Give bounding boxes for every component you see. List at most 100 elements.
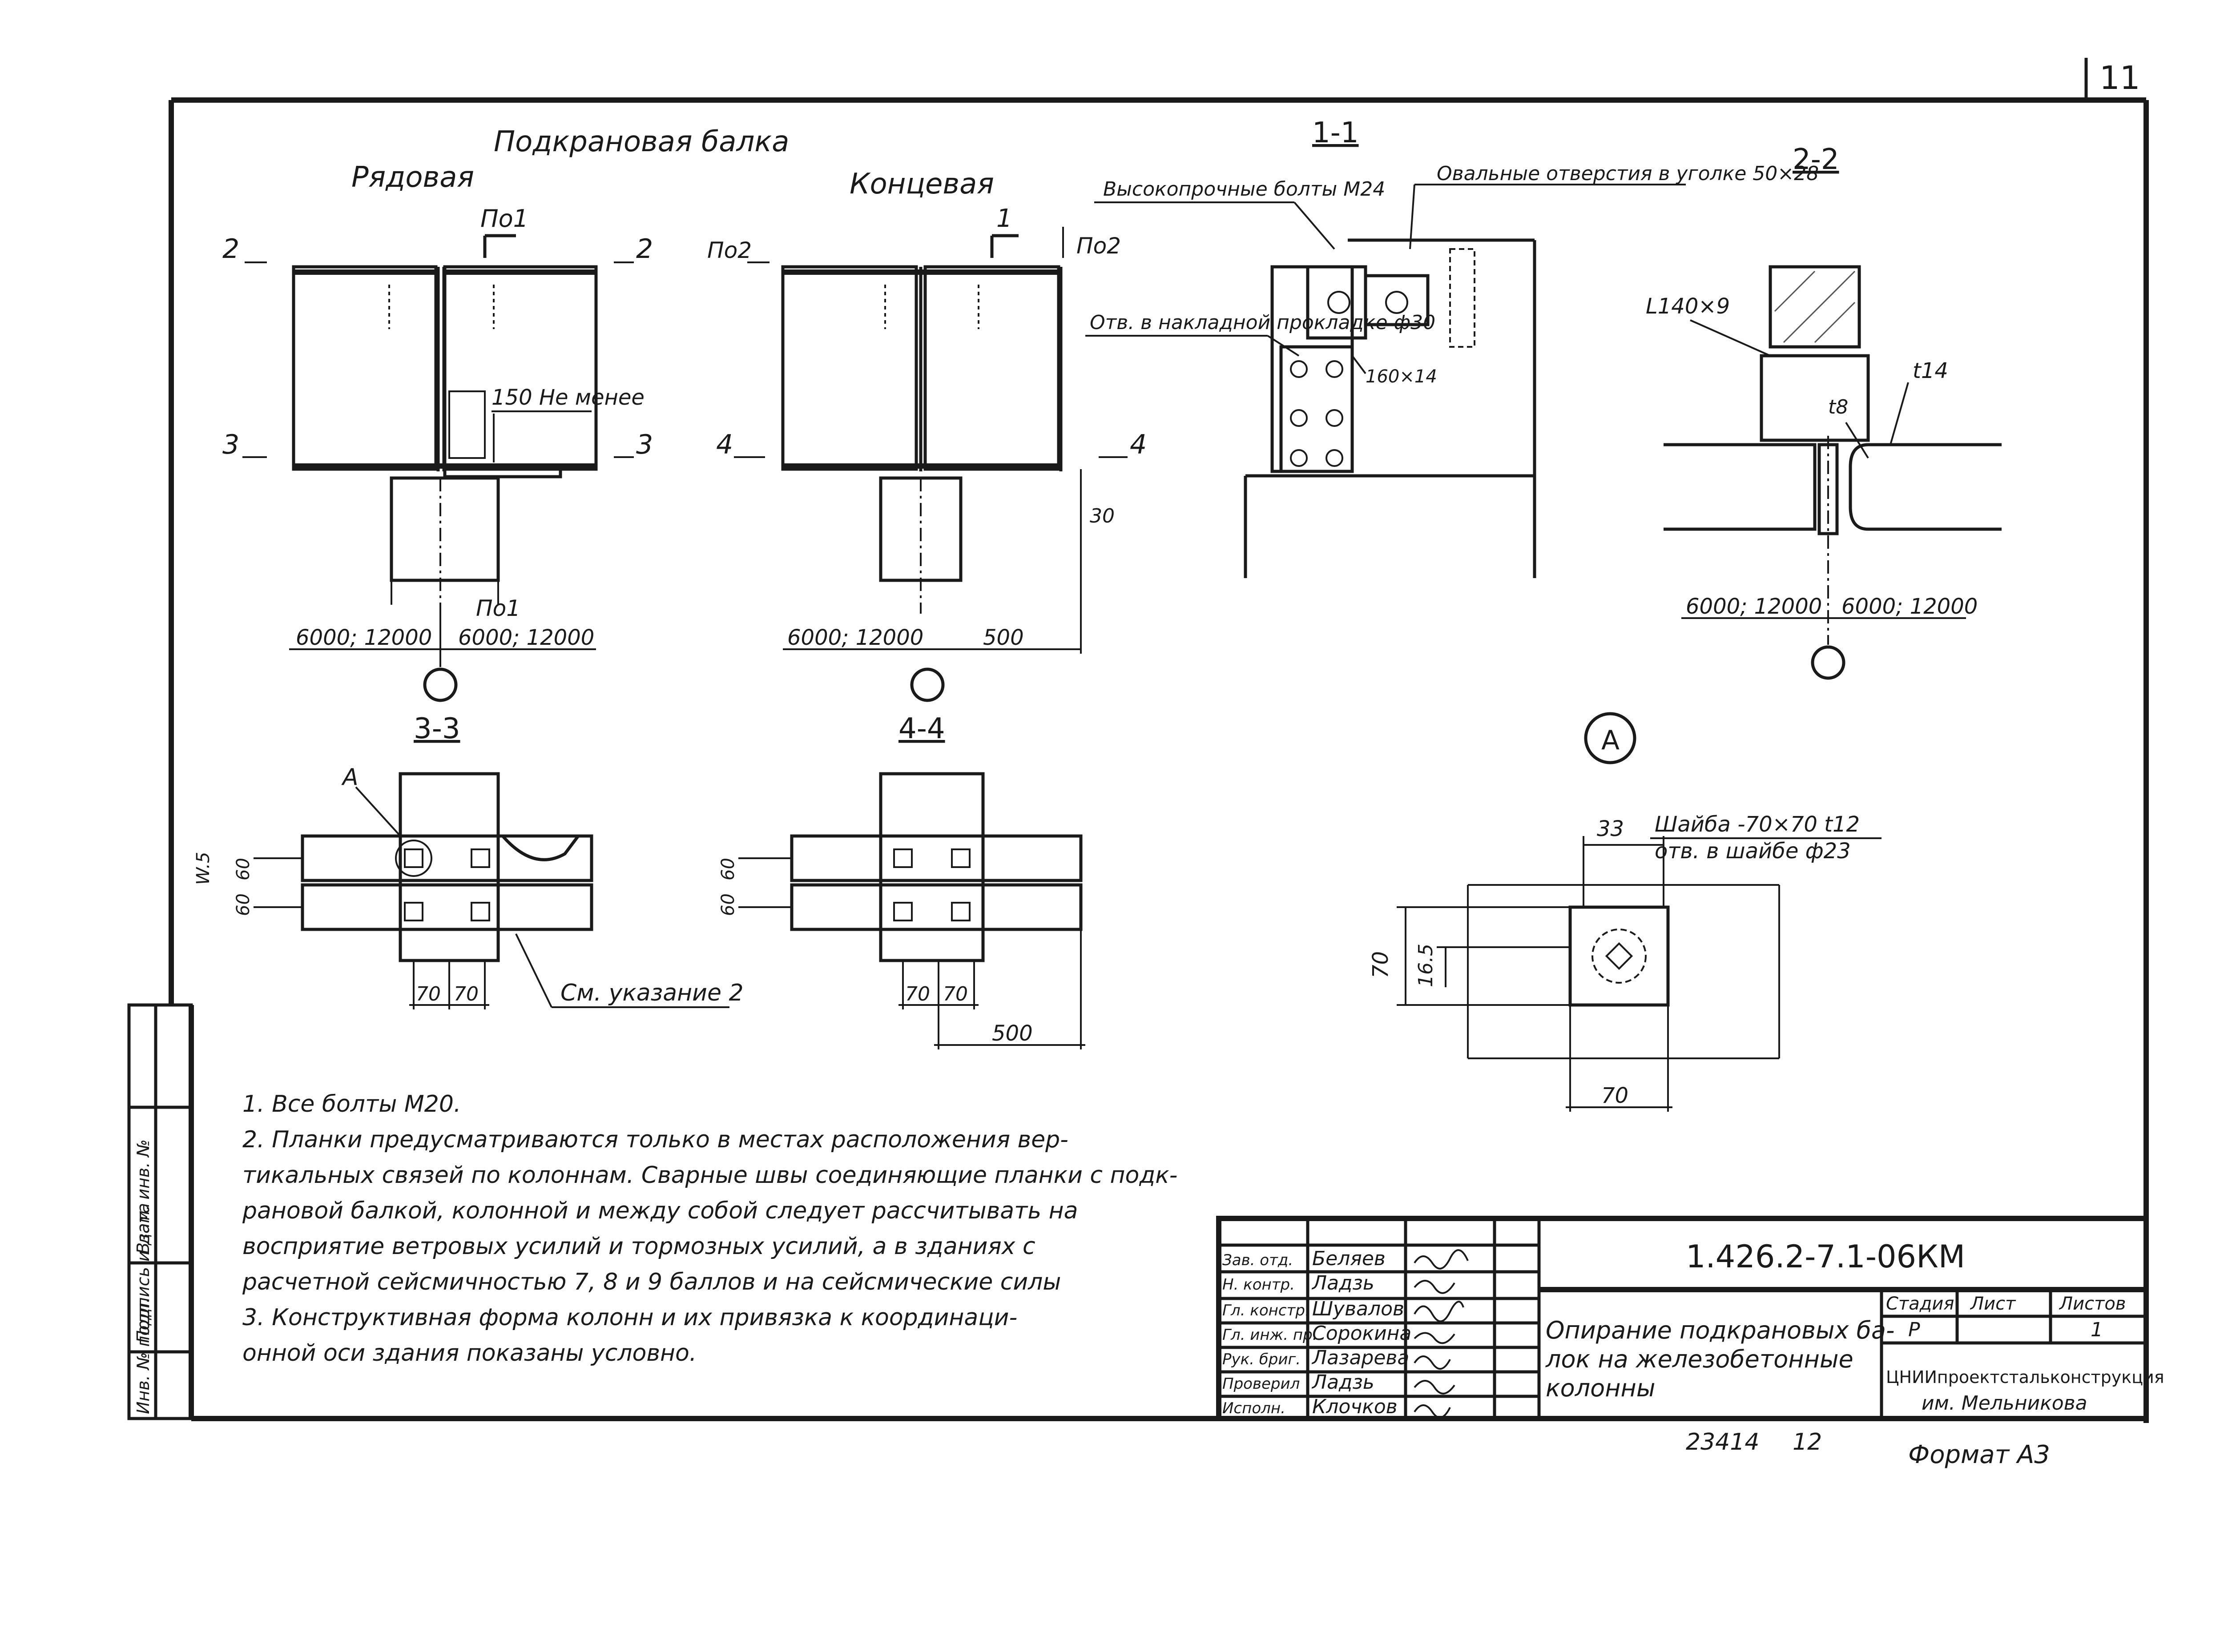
dimension: 70 <box>1368 951 1393 978</box>
role-label: Н. контр. <box>1222 1276 1295 1294</box>
axis-marker <box>910 667 945 702</box>
title-line: лок на железобетонные <box>1545 1345 1853 1373</box>
signatures <box>1414 1249 1469 1419</box>
role-name: Сорокина <box>1312 1322 1411 1345</box>
note-reference: См. указание 2 <box>560 980 744 1006</box>
general-notes: 1. Все болты М20. 2. Планки предусматрив… <box>242 1091 1177 1367</box>
sheets-total: 1 <box>2091 1318 2103 1341</box>
side-stamp-cell: Инв. № подл. <box>133 1298 153 1414</box>
callout-label: Шайба -70×70 t12 <box>1655 812 1860 837</box>
dimension: 6000; 12000 <box>787 625 923 650</box>
dimension: 500 <box>992 1021 1033 1046</box>
views-header: Подкрановая балка <box>494 125 789 158</box>
dimension: 60 <box>718 893 738 916</box>
detail-a: А Шайба -70×70 t12 отв. в шайбе ф23 33 7… <box>1368 712 1882 1112</box>
end-beam-elevation: По2 1 По2 4 4 30 6000; 12000 500 <box>707 204 1147 702</box>
callout-label: Высокопрочные болты М24 <box>1103 178 1385 201</box>
role-label: Гл. констр. <box>1222 1302 1310 1319</box>
callout-label: t14 <box>1913 358 1948 383</box>
section-mark: 1 <box>996 204 1012 233</box>
note-line: расчетной сейсмичностью 7, 8 и 9 баллов … <box>242 1269 1061 1295</box>
role-label: Проверил <box>1222 1375 1300 1393</box>
section-title: 2-2 <box>1793 143 1839 176</box>
doc-code: 1.426.2-7.1-06КМ <box>1686 1238 1965 1275</box>
section-mark: 4 <box>1130 429 1147 460</box>
note-line: 2. Планки предусматриваются только в мес… <box>242 1126 1068 1153</box>
axis-marker <box>423 667 458 702</box>
section-1-1: 1-1 Высокопрочные болты М24 Овальные отв… <box>1085 117 1819 578</box>
dimension: 6000; 12000 <box>296 625 432 650</box>
callout-label: Овальные отверстия в уголке 50×28 <box>1437 162 1819 185</box>
axis-marker <box>1811 645 1845 680</box>
section-3-3: 3-3 А W.5 60 60 70 70 См. указание 2 <box>193 712 744 1009</box>
dimension: 500 <box>983 625 1024 650</box>
plank-mark: По2 <box>707 237 752 263</box>
sheet-header: Лист <box>1970 1294 2016 1314</box>
callout-label: L140×9 <box>1646 294 1730 319</box>
role-label: Зав. отд. <box>1222 1251 1293 1269</box>
role-name: Беляев <box>1312 1247 1386 1270</box>
plank-mark: По1 <box>480 205 528 233</box>
dimension: 70 <box>905 983 930 1005</box>
section-mark: 3 <box>222 429 239 460</box>
section-mark: 3 <box>636 429 653 460</box>
side-stamp: Инв. № подл. Подпись и дата Взам. инв. № <box>127 1003 193 1420</box>
stage-value: Р <box>1908 1318 1920 1341</box>
section-title: 1-1 <box>1312 117 1359 149</box>
note-line: 1. Все болты М20. <box>242 1091 461 1117</box>
dimension: 6000; 12000 <box>1841 594 1978 619</box>
callout-label: Отв. в накладной прокладке ф30 <box>1090 311 1435 334</box>
callout-marker: А <box>341 764 359 791</box>
callout-label: 160×14 <box>1366 366 1437 387</box>
dimension: 60 <box>233 858 254 880</box>
note-line: рановой балкой, колонной и между собой с… <box>242 1198 1078 1224</box>
section-title: 4-4 <box>898 712 945 745</box>
section-title: 3-3 <box>414 712 460 745</box>
dimension: 30 <box>1090 505 1115 527</box>
dimension: 6000; 12000 <box>458 625 594 650</box>
section-mark: 2 <box>222 233 239 265</box>
note-line: тикальных связей по колоннам. Сварные шв… <box>242 1162 1177 1189</box>
note-line: 3. Конструктивная форма колонн и их прив… <box>242 1304 1017 1331</box>
side-stamp-cell: Подпись и дата <box>133 1203 153 1343</box>
plank-mark: По1 <box>476 595 520 621</box>
callout-label: отв. в шайбе ф23 <box>1655 839 1851 864</box>
end-beam-title: Концевая <box>850 168 994 201</box>
dimension: 70 <box>1601 1083 1628 1108</box>
dimension: 70 <box>416 983 441 1005</box>
page-number: 11 <box>2099 59 2140 96</box>
role-name: Ладзь <box>1311 1272 1374 1294</box>
inventory-number: 23414 <box>1686 1429 1759 1455</box>
dimension: 33 <box>1597 816 1624 841</box>
title-block: 1.426.2-7.1-06КМ Опирание подкрановых ба… <box>1216 1216 2164 1421</box>
dimension: 60 <box>718 858 738 880</box>
note-line: восприятие ветровых усилий и тормозных у… <box>242 1233 1035 1260</box>
org-name: им. Мельникова <box>1922 1392 2087 1415</box>
note-line: онной оси здания показаны условно. <box>242 1340 697 1367</box>
stage-header: Стадия <box>1886 1294 1954 1314</box>
title-line: колонны <box>1546 1374 1655 1402</box>
row-beam-title: Рядовая <box>351 161 474 194</box>
role-label: Гл. инж. пр. <box>1222 1326 1317 1344</box>
format-label: Формат А3 <box>1908 1440 2050 1469</box>
dimension: 16.5 <box>1414 944 1437 987</box>
dimension: 6000; 12000 <box>1686 594 1822 619</box>
role-name: Ладзь <box>1311 1371 1374 1394</box>
row-beam-elevation: 2 2 По1 150 Не менее 3 3 По1 <box>222 205 653 702</box>
role-label: Рук. бриг. <box>1222 1351 1301 1368</box>
role-name: Лазарева <box>1311 1347 1409 1369</box>
plank-mark: По2 <box>1076 233 1121 259</box>
side-stamp-cell: Взам. инв. № <box>133 1139 153 1254</box>
inventory-number: 12 <box>1793 1429 1822 1455</box>
title-line: Опирание подкрановых ба- <box>1546 1316 1895 1344</box>
detail-marker-label: А <box>1601 725 1620 756</box>
dimension: 70 <box>943 983 968 1005</box>
section-mark: 4 <box>716 429 733 460</box>
section-4-4: 4-4 60 60 70 70 500 <box>718 712 1085 1049</box>
dimension: 60 <box>233 893 254 916</box>
dimension: W.5 <box>193 852 214 885</box>
section-2-2: 2-2 L140×9 t14 t8 6000; 12000 6000; 1200… <box>1646 143 2002 680</box>
detail-marker <box>1584 712 1636 764</box>
dim-note: 150 Не менее <box>492 385 645 410</box>
